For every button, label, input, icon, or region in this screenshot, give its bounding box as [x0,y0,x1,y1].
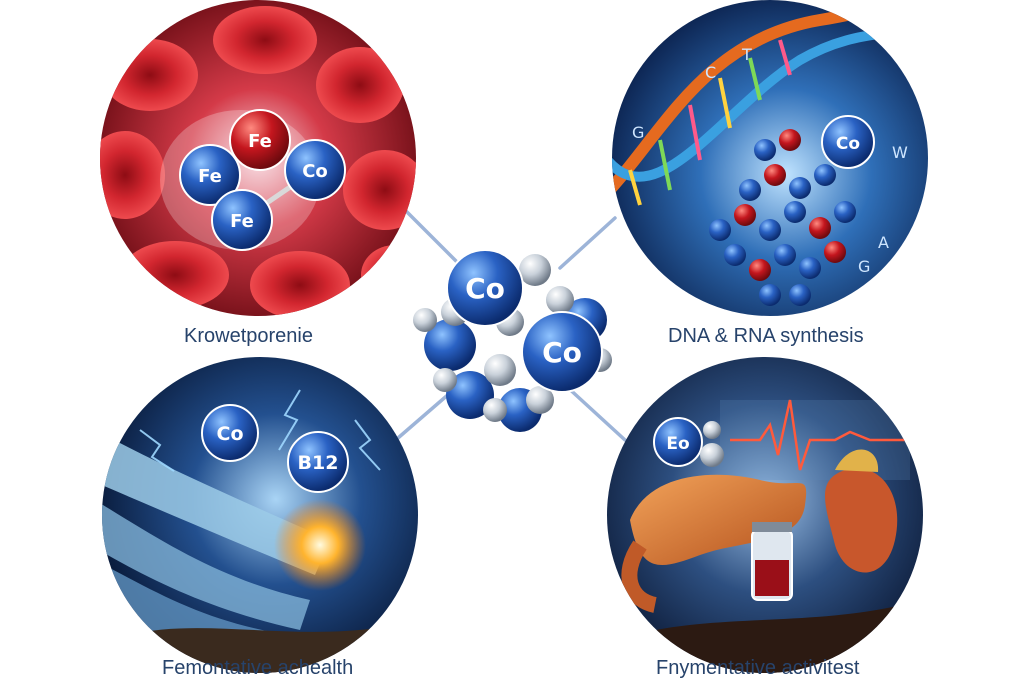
nucleotide-letter: C [705,63,716,82]
caption-bottom-left: Femontative achealth [162,657,354,679]
ecg-trace [730,399,905,471]
nucleotide-letter: W [892,143,908,162]
central-cobalt-cluster: Co Co [413,249,612,432]
panel-nerve-fiber: Co B12 [102,357,418,673]
atom-label-fe: Fe [230,211,254,232]
panel-dna-synthesis: Co C T G W G A [612,0,928,316]
atom-label-fe: Fe [198,166,222,187]
molecule-cluster [709,129,856,306]
atom-label-co: Co [217,423,244,445]
atom-label-co: Co [465,272,505,305]
nucleotide-letter: G [632,123,644,142]
panel-organs-enzymes: Eo [607,357,923,673]
nucleotide-letter: G [858,257,870,276]
atom-label-co: Co [542,336,582,369]
atom-label-b12: B12 [298,452,339,474]
atom-label-co: Co [302,161,328,182]
atom-label-co: Co [836,134,860,154]
atom-label-fe: Fe [248,131,272,152]
caption-bottom-right: Fnymentative activitest [656,657,860,679]
atom-label-eo: Eo [666,434,689,454]
panel-blood-cells: Fe Fe Fe Co [100,0,416,316]
caption-top-right: DNA & RNA synthesis [668,325,864,347]
nucleotide-letter: A [878,233,889,252]
nucleotide-letter: T [741,45,752,64]
caption-top-left: Krowetporenie [184,325,313,347]
